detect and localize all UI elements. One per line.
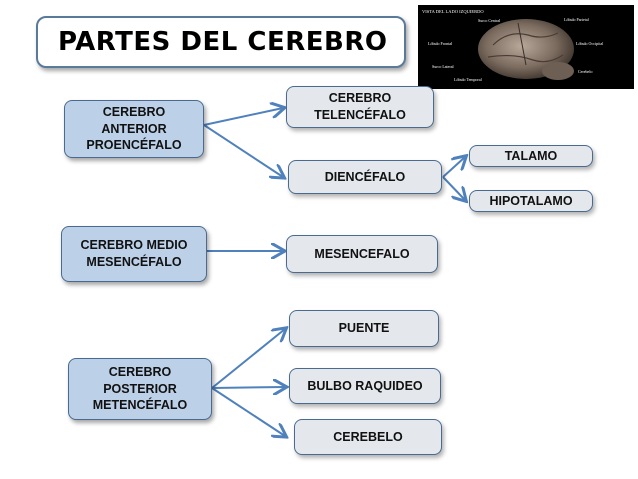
- arrow-to-cerebelo: [211, 387, 285, 436]
- arrow-to-diencefalo: [203, 124, 283, 177]
- brain-photo: VISTA DEL LADO IZQUIERDO Surco Central L…: [418, 5, 634, 89]
- cerebellum-shape: [542, 62, 574, 80]
- node-cerebelo: CEREBELO: [294, 419, 442, 455]
- title-box: PARTES DEL CEREBRO: [36, 16, 406, 68]
- node-talamo: TALAMO: [469, 145, 593, 167]
- arrow-to-puente: [211, 329, 285, 389]
- node-mesencefalo: MESENCEFALO: [286, 235, 438, 273]
- svg-text:Lóbulo Frontal: Lóbulo Frontal: [428, 41, 453, 46]
- node-hipotalamo: HIPOTALAMO: [469, 190, 593, 212]
- node-cerebro-posterior: CEREBRO POSTERIOR METENCÉFALO: [68, 358, 212, 420]
- node-puente: PUENTE: [289, 310, 439, 347]
- page-title: PARTES DEL CEREBRO: [58, 27, 388, 57]
- svg-text:Surco Central: Surco Central: [478, 18, 501, 23]
- node-cerebro-medio: CEREBRO MEDIO MESENCÉFALO: [61, 226, 207, 282]
- svg-text:Surco Lateral: Surco Lateral: [432, 64, 455, 69]
- node-bulbo-raquideo: BULBO RAQUIDEO: [289, 368, 441, 404]
- node-cerebro-anterior: CEREBRO ANTERIOR PROENCÉFALO: [64, 100, 204, 158]
- arrow-to-talamo: [442, 157, 465, 178]
- svg-text:Lóbulo Occipital: Lóbulo Occipital: [576, 41, 604, 46]
- brain-caption: VISTA DEL LADO IZQUIERDO: [422, 9, 484, 14]
- node-telencefalo: CEREBRO TELENCÉFALO: [286, 86, 434, 128]
- node-diencefalo: DIENCÉFALO: [288, 160, 442, 194]
- arrow-to-hipotalamo: [442, 176, 465, 200]
- arrow-to-telencefalo: [203, 108, 283, 126]
- svg-text:Lóbulo Temporal: Lóbulo Temporal: [454, 77, 483, 82]
- arrow-to-bulbo: [211, 387, 285, 388]
- svg-text:Lóbulo Parietal: Lóbulo Parietal: [564, 17, 590, 22]
- svg-text:Cerebelo: Cerebelo: [578, 69, 592, 74]
